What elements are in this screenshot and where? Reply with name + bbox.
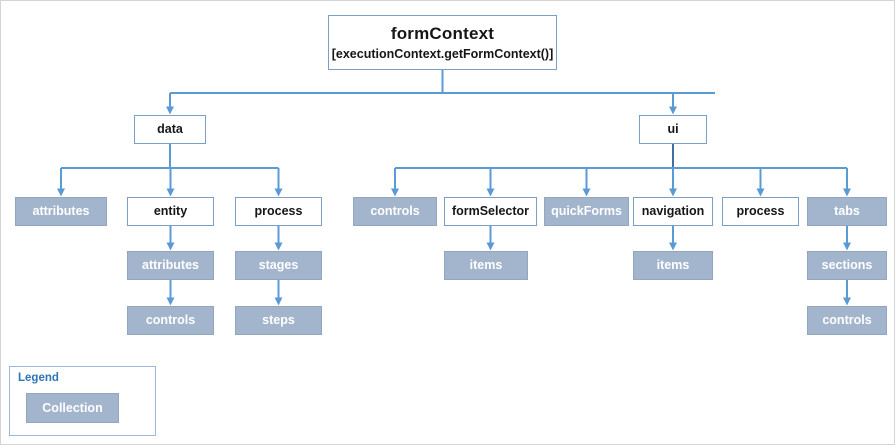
node-formSelector-items-label: items <box>469 258 503 273</box>
legend-title: Legend <box>18 372 59 384</box>
node-ui-controls[interactable]: controls <box>353 197 437 226</box>
node-navigation-items-label: items <box>656 258 690 273</box>
node-data-entity-label: entity <box>153 204 188 219</box>
node-ui-process-label: process <box>736 204 785 219</box>
node-entity-controls-label: controls <box>145 313 196 328</box>
node-ui-tabs[interactable]: tabs <box>807 197 887 226</box>
node-data[interactable]: data <box>134 115 206 144</box>
node-ui-navigation[interactable]: navigation <box>633 197 713 226</box>
node-data-label: data <box>157 122 183 137</box>
node-navigation-items[interactable]: items <box>633 251 713 280</box>
node-ui-quickForms-label: quickForms <box>551 204 622 219</box>
edge-data-bus <box>61 144 279 169</box>
node-entity-controls[interactable]: controls <box>127 306 214 335</box>
node-formContext-subtitle: [executionContext.getFormContext()] <box>331 46 554 61</box>
node-sections-controls[interactable]: controls <box>807 306 887 335</box>
node-ui-label: ui <box>667 122 679 137</box>
node-process-steps[interactable]: steps <box>235 306 322 335</box>
legend: Legend Collection <box>9 366 156 436</box>
node-process-steps-label: steps <box>262 313 295 328</box>
node-ui-process[interactable]: process <box>722 197 799 226</box>
node-data-attributes-label: attributes <box>32 204 90 219</box>
legend-item-collection-label: Collection <box>42 401 103 415</box>
node-data-attributes[interactable]: attributes <box>15 197 107 226</box>
node-entity-attributes[interactable]: attributes <box>127 251 214 280</box>
edge-ui-bus <box>395 144 847 169</box>
node-ui[interactable]: ui <box>639 115 707 144</box>
node-ui-quickForms[interactable]: quickForms <box>544 197 629 226</box>
node-ui-formSelector-label: formSelector <box>451 204 530 219</box>
node-process-stages-label: stages <box>258 258 299 273</box>
node-ui-navigation-label: navigation <box>641 204 705 219</box>
node-formSelector-items[interactable]: items <box>444 251 528 280</box>
node-data-process-label: process <box>254 204 303 219</box>
node-data-entity[interactable]: entity <box>127 197 214 226</box>
node-formContext[interactable]: formContext [executionContext.getFormCon… <box>328 15 557 70</box>
node-ui-formSelector[interactable]: formSelector <box>444 197 537 226</box>
legend-item-collection: Collection <box>26 393 119 423</box>
node-ui-tabs-label: tabs <box>834 204 860 219</box>
node-ui-controls-label: controls <box>370 204 420 219</box>
node-sections-controls-label: controls <box>822 313 872 328</box>
node-tabs-sections-label: sections <box>821 258 873 273</box>
edge-formContext-bus <box>170 70 715 94</box>
node-process-stages[interactable]: stages <box>235 251 322 280</box>
node-entity-attributes-label: attributes <box>142 258 199 273</box>
node-tabs-sections[interactable]: sections <box>807 251 887 280</box>
node-data-process[interactable]: process <box>235 197 322 226</box>
node-formContext-title: formContext <box>390 24 495 44</box>
